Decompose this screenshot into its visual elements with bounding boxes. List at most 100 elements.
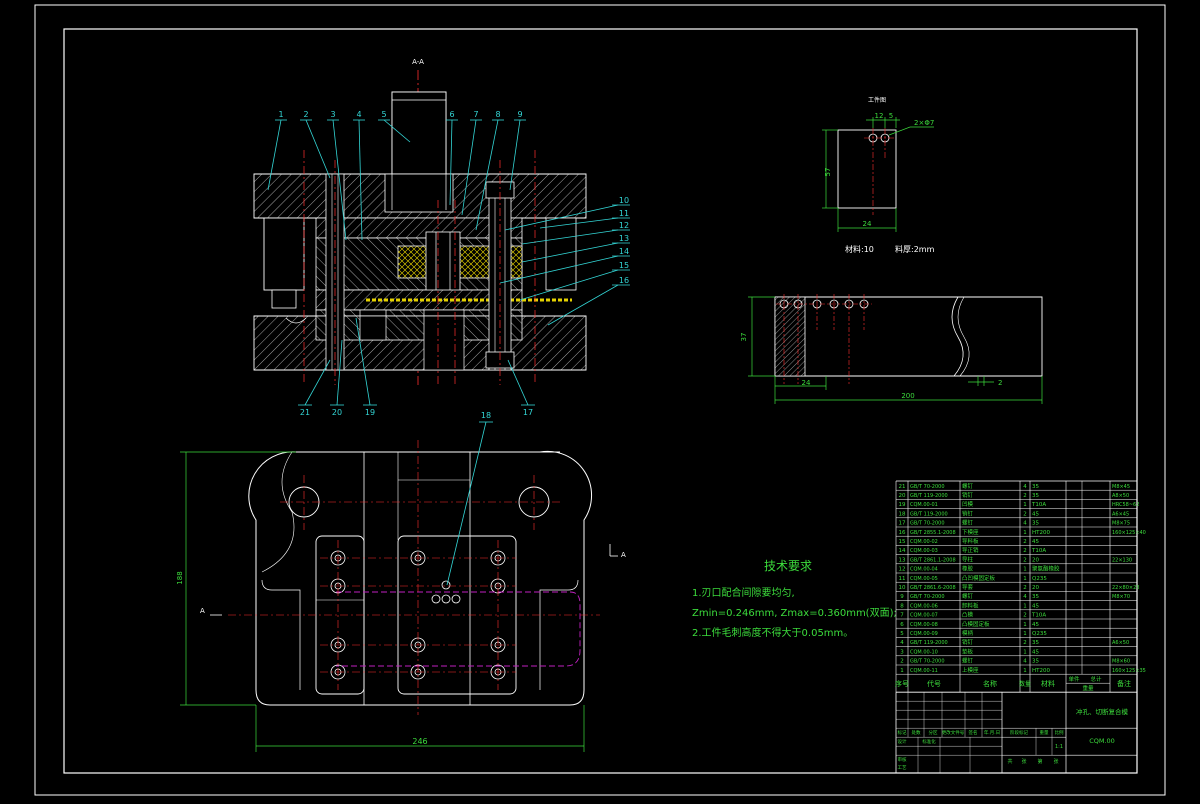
bom-row-4-no: 4 — [900, 640, 904, 646]
bom-row-10-no: 10 — [899, 585, 906, 591]
strip-dim-200: 200 — [901, 392, 914, 400]
bom-row-15-mat: 45 — [1032, 539, 1039, 545]
bom-row-12-name: 橡胶 — [962, 565, 974, 573]
bom-row-10-note: 22×80×28 — [1112, 585, 1139, 591]
bom-row-11-name: 凸凹模固定板 — [962, 574, 996, 582]
title-sign-label-0: 标记 — [898, 729, 907, 736]
bom-row-9-qty: 4 — [1023, 594, 1027, 600]
wp-hole-note: 2×Φ7 — [914, 119, 934, 127]
bom-row-20-mat: 35 — [1032, 493, 1039, 499]
strip-dim-24: 24 — [802, 379, 811, 387]
title-sheet-label-3: 张 — [1053, 758, 1058, 765]
tech-heading: 技术要求 — [764, 559, 812, 573]
bom-row-8-no: 8 — [900, 603, 904, 609]
bom-row-14-no: 14 — [899, 548, 906, 554]
bom-row-10-code: GB/T 2861.6-2008 — [910, 585, 956, 591]
bom-header-weight: 重量 — [1082, 684, 1094, 692]
strip-dim-37: 37 — [740, 333, 748, 342]
bom-row-14-name: 导正销 — [962, 546, 979, 554]
title-drawing-name: 冲孔、切断复合模 — [1076, 707, 1129, 716]
bom-row-9-no: 9 — [900, 594, 904, 600]
bom-row-15-qty: 2 — [1023, 539, 1027, 545]
callout-6: 6 — [449, 110, 454, 119]
bom-row-14-code: CQM.00-03 — [910, 548, 938, 554]
bom-row-14-qty: 2 — [1023, 548, 1027, 554]
bom-row-18-code: GB/T 119-2000 — [910, 511, 948, 517]
bom-row-13-mat: 20 — [1032, 557, 1039, 563]
bom-row-15-name: 导料板 — [962, 537, 979, 545]
strip-layout: 37 24 2 200 — [740, 294, 1043, 404]
wp-thickness: 料厚:2mm — [895, 244, 935, 254]
bom-row-16-note: 160×125×40 — [1112, 530, 1146, 536]
bom-row-21-qty: 4 — [1023, 484, 1027, 490]
title-scale-value: 1:1 — [1055, 744, 1063, 750]
bom-row-14-mat: T10A — [1031, 548, 1046, 554]
workpiece-drawing: 工件图 12 5 2×Φ7 57 24 — [822, 96, 935, 254]
tech-line-3: 2.工件毛刺高度不得大于0.05mm。 — [692, 626, 853, 639]
bom-row-11-qty: 1 — [1023, 576, 1027, 582]
callout-17: 17 — [523, 408, 533, 417]
strip-outline-plan — [336, 591, 581, 667]
view-label: A-A — [412, 58, 424, 66]
workpiece-title: 工件图 — [868, 96, 886, 104]
callout-21: 21 — [300, 408, 310, 417]
bom-row-15-no: 15 — [899, 539, 906, 545]
bom-row-3-code: CQM.00-10 — [910, 649, 938, 655]
bom-row-1-no: 1 — [900, 668, 904, 674]
bom-row-9-mat: 35 — [1032, 594, 1039, 600]
bom-row-21-note: M8×45 — [1112, 484, 1130, 490]
title-sheet-label-2: 第 — [1037, 758, 1042, 765]
bom-row-9-code: GB/T 70-2000 — [910, 594, 945, 600]
callout-14: 14 — [619, 247, 629, 256]
bom-header-code: 代号 — [927, 679, 941, 688]
bom-row-20-note: A8×50 — [1112, 493, 1129, 499]
callout-3: 3 — [330, 110, 335, 119]
title-drawing-no: CQM.00 — [1089, 737, 1115, 745]
title-review-label: 审核 — [898, 756, 907, 763]
bom-row-1-qty: 1 — [1023, 668, 1027, 674]
bom-row-2-mat: 35 — [1032, 659, 1039, 665]
bom-row-20-code: GB/T 119-2000 — [910, 493, 948, 499]
bom-row-1-name: 上模座 — [962, 666, 979, 674]
bom-row-20-qty: 2 — [1023, 493, 1027, 499]
bom-row-6-code: CQM.00-08 — [910, 622, 938, 628]
callout-7: 7 — [473, 110, 478, 119]
title-sign-label-3: 更改文件号 — [942, 729, 965, 736]
bom-row-1-code: CQM.00-11 — [910, 668, 938, 674]
bom-row-21-mat: 35 — [1032, 484, 1039, 490]
callout-13: 13 — [619, 234, 629, 243]
callout-19: 19 — [365, 408, 375, 417]
tech-line-2: Zmin=0.246mm, Zmax=0.360mm(双面); — [692, 607, 897, 619]
callout-5: 5 — [381, 110, 386, 119]
callout-20: 20 — [332, 408, 342, 417]
strip-dim-2: 2 — [998, 379, 1002, 387]
callout-16: 16 — [619, 276, 629, 285]
bom-row-15-code: CQM.00-02 — [910, 539, 938, 545]
bom-row-13-code: GB/T 2861.1-2008 — [910, 557, 956, 563]
bom-row-7-code: CQM.00-07 — [910, 613, 938, 619]
bom-row-13-note: 22×130 — [1112, 557, 1132, 563]
bom-row-9-note: M8×70 — [1112, 594, 1130, 600]
frame-border — [63, 28, 1138, 774]
bom-row-12-qty: 1 — [1023, 567, 1027, 573]
bom-header-total: 总计 — [1090, 675, 1102, 683]
bom-row-5-mat: Q235 — [1032, 631, 1047, 637]
bom-header-remark: 备注 — [1117, 679, 1131, 688]
bom-row-5-name: 模柄 — [962, 629, 974, 637]
bom-row-16-no: 16 — [899, 530, 906, 536]
bom-row-2-name: 螺钉 — [962, 657, 974, 665]
bom-row-19-qty: 1 — [1023, 502, 1027, 508]
bom-row-7-no: 7 — [900, 613, 904, 619]
bom-header-qty: 数量 — [1019, 680, 1031, 688]
bom-row-17-mat: 35 — [1032, 521, 1039, 527]
bom-row-8-name: 卸料板 — [962, 601, 979, 609]
bom-row-21-no: 21 — [899, 484, 906, 490]
bom-row-17-no: 17 — [899, 521, 906, 527]
callout-11: 11 — [619, 209, 629, 218]
title-process-label: 工艺 — [898, 765, 907, 771]
bom-row-8-mat: 45 — [1032, 603, 1039, 609]
bom-row-8-qty: 1 — [1023, 603, 1027, 609]
bom-row-3-qty: 1 — [1023, 649, 1027, 655]
callout-4: 4 — [356, 110, 361, 119]
